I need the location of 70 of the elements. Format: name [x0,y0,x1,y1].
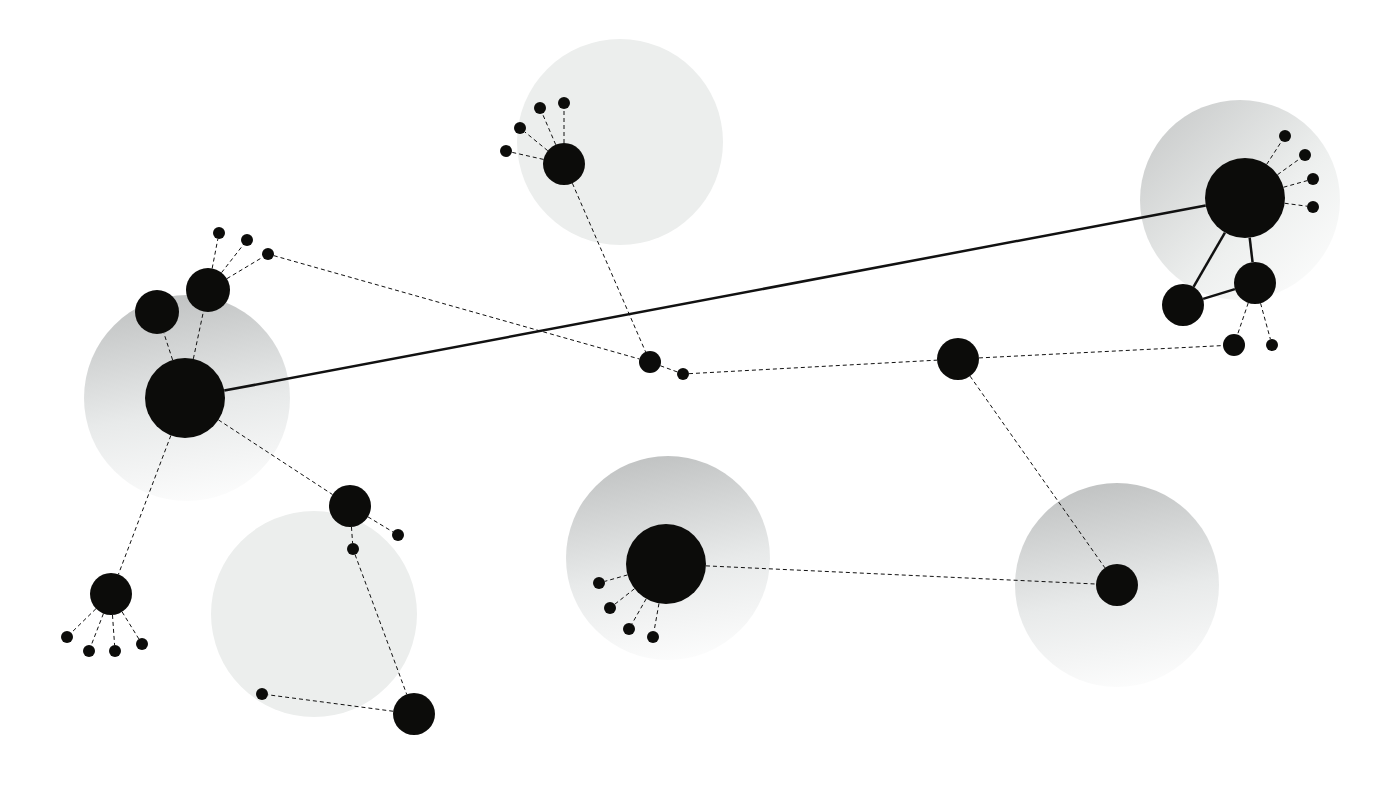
node-dot [534,102,546,114]
node-dot [329,485,371,527]
connector-line [1202,287,1236,301]
node-dot [109,645,121,657]
dashed-line [604,574,628,582]
node-dot [61,631,73,643]
dashed-line [1237,302,1249,336]
dashed-line [688,359,938,375]
dashed-line [511,151,544,160]
node-dot [241,234,253,246]
connector-line [1192,232,1227,288]
dashed-line [978,345,1224,359]
node-dot [1307,173,1319,185]
dashed-line [367,516,394,533]
node-dot [1162,284,1204,326]
dashed-line [524,131,549,152]
node-dot [604,602,616,614]
node-dot [543,143,585,185]
node-dot [136,638,148,650]
node-dot [677,368,689,380]
node-dot [623,623,635,635]
node-dot [347,543,359,555]
dashed-line [631,598,647,625]
dashed-line [70,608,97,634]
dashed-line [541,113,557,146]
node-dot [213,227,225,239]
node-dot [558,97,570,109]
node-dot [1279,130,1291,142]
dashed-line [1266,140,1283,165]
dashed-line [969,375,1106,569]
dashed-line [192,311,204,360]
node-dot [1266,339,1278,351]
node-dot [500,145,512,157]
node-dot [937,338,979,380]
dashed-line [614,588,636,605]
node-dot [639,351,661,373]
dashed-line [273,255,640,360]
dashed-line [117,434,172,575]
node-dot [1223,334,1245,356]
dashed-line [90,613,104,646]
dashed-line [111,614,116,646]
dashed-line [571,182,647,353]
connector-line [224,204,1206,392]
node-dot [1307,201,1319,213]
dashed-line [221,244,244,274]
node-dot [135,290,179,334]
dashed-line [563,108,565,144]
node-dot [593,577,605,589]
node-dot [90,573,132,615]
dashed-line [705,565,1097,585]
dashed-line [217,419,333,495]
node-dot [647,631,659,643]
node-dot [256,688,268,700]
dashed-line [1283,180,1308,188]
dashed-line [659,365,678,373]
dashed-line [1277,158,1301,176]
connector-line [1248,237,1254,263]
dashed-line [1260,302,1271,340]
dashed-line [121,611,140,640]
dashed-line [350,526,354,544]
dashed-line [1284,202,1308,207]
node-dot [1096,564,1138,606]
node-dot [262,248,274,260]
dashed-line [211,238,219,269]
dashed-line [354,554,408,695]
node-dot [83,645,95,657]
node-dot [514,122,526,134]
node-dot [1299,149,1311,161]
node-dot [393,693,435,735]
node-dot [186,268,230,312]
